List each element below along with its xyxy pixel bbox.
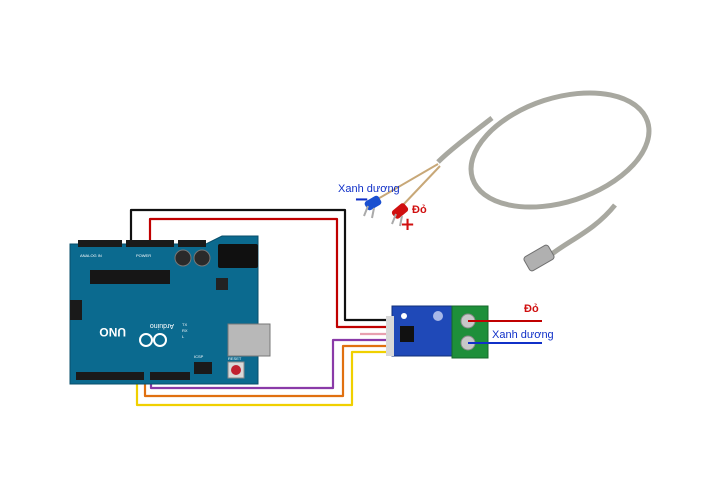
wire-red <box>148 217 392 329</box>
infinity-logo-left <box>139 333 153 347</box>
probe-cable-coil <box>468 90 652 210</box>
board-rx-text: RX <box>182 328 188 333</box>
probe-tip <box>523 244 555 272</box>
voltage-regulator <box>216 278 228 290</box>
header-icsp-right <box>194 362 212 374</box>
board-icsp-text: ICSP <box>194 354 204 359</box>
board-uno-text: UNO <box>99 325 126 339</box>
infinity-logo-right <box>153 333 167 347</box>
reset-button-cap <box>231 365 241 375</box>
board-tx-text: TX <box>182 322 187 327</box>
wire-orange <box>143 344 392 398</box>
header-digital-right <box>150 372 190 380</box>
board-power-text: POWER <box>136 253 151 258</box>
module-chip <box>400 326 414 342</box>
minus-sign: − <box>354 189 370 210</box>
board-analog-text: ANALOG IN <box>80 253 102 258</box>
header-power <box>78 240 122 247</box>
capacitor-2 <box>193 249 211 267</box>
plus-sign: + <box>400 214 416 235</box>
probe-fork-red <box>391 213 403 227</box>
thermocouple-probe <box>363 90 652 272</box>
probe-fork-blue <box>363 205 375 219</box>
usb-port <box>227 323 271 357</box>
header-digital-left <box>76 372 144 380</box>
header-icsp-left <box>70 300 82 320</box>
probe-lead-blue <box>375 163 439 201</box>
board-reset-text: RESET <box>228 356 242 361</box>
arduino-uno-board: UNO Arduino POWER ANALOG IN TX RX L RESE… <box>69 235 271 385</box>
wires <box>129 208 392 407</box>
atmega-chip <box>90 270 170 284</box>
board-brand-text: Arduino <box>150 322 174 329</box>
label-terminal-red: Đỏ <box>524 303 539 315</box>
label-terminal-blue: Xanh dương <box>492 329 554 341</box>
probe-lug-blue <box>364 195 382 211</box>
label-probe-blue: Xanh dương <box>338 183 400 195</box>
header-analog <box>126 240 174 247</box>
module-mount-hole <box>401 313 407 319</box>
header-top-right <box>178 240 206 247</box>
probe-cable-to-tip <box>550 203 617 256</box>
wire-yellow <box>135 350 392 407</box>
capacitor-1 <box>174 249 192 267</box>
thermocouple-module <box>386 305 542 359</box>
dc-power-jack <box>218 244 258 268</box>
label-probe-red: Đỏ <box>412 204 427 216</box>
wire-black <box>129 208 392 322</box>
board-l-text: L <box>182 334 185 339</box>
module-led <box>433 311 443 321</box>
module-pin-header <box>386 316 394 356</box>
probe-cable-to-leads <box>436 116 494 164</box>
probe-lead-red <box>401 165 441 207</box>
